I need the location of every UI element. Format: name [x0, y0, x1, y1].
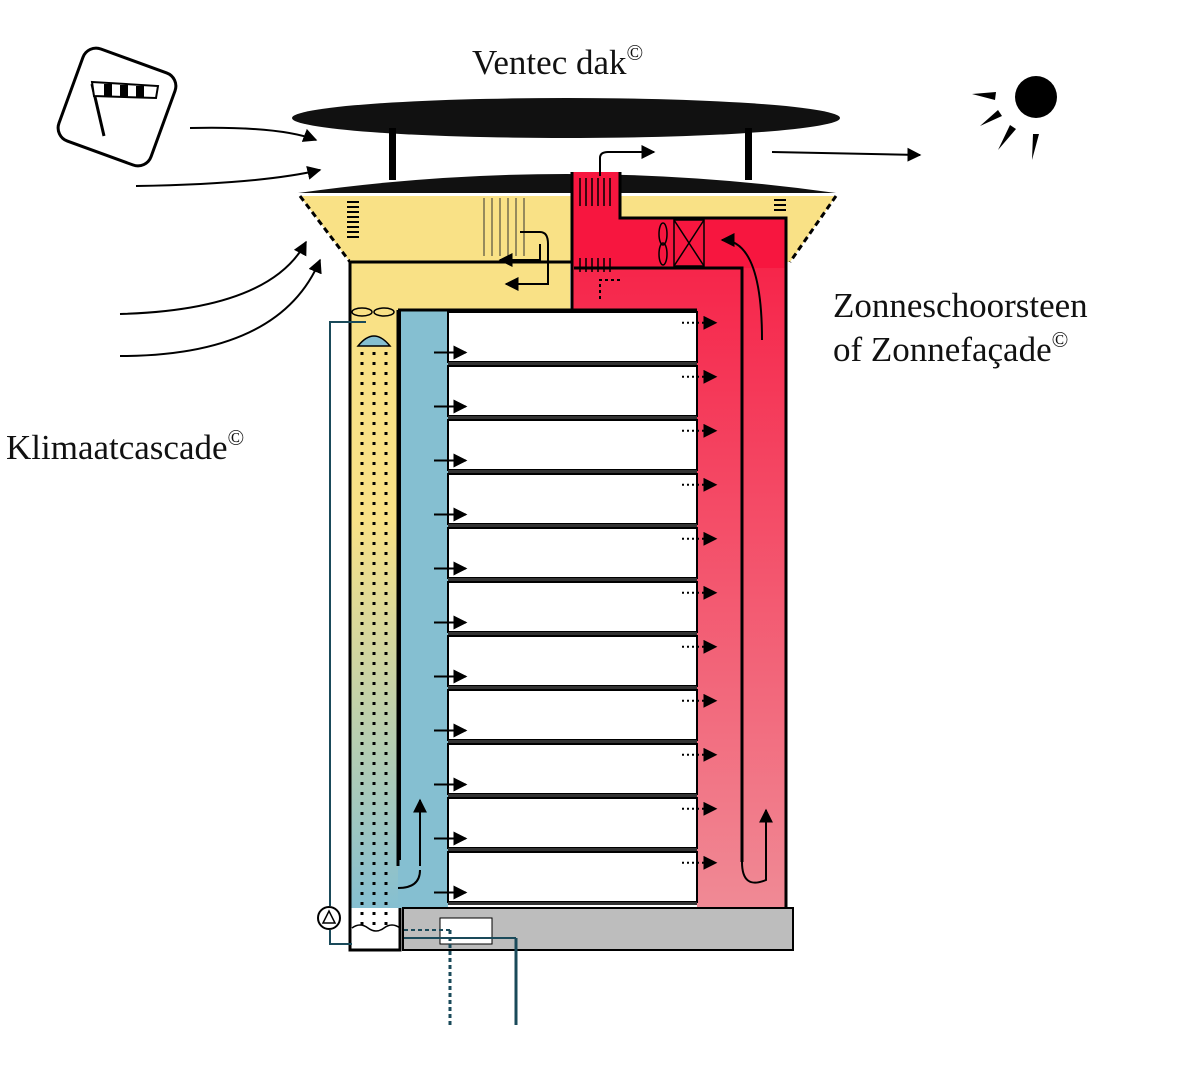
- heat-recovery-box: [673, 219, 705, 267]
- floor-11: [447, 851, 698, 903]
- floor-slab-2: [448, 416, 697, 419]
- sun-icon: [972, 76, 1057, 160]
- floor-slab-11: [448, 902, 697, 905]
- solar-chimney-line2: of Zonnefaçade: [833, 330, 1052, 369]
- cascade-fan-icon: [351, 307, 395, 317]
- building-outline: [348, 260, 697, 952]
- floor-8: [447, 689, 698, 741]
- climate-cascade-shaft: [350, 307, 401, 932]
- ventec-roof-label: Ventec dak©: [472, 40, 643, 84]
- climate-cascade-label: Klimaatcascade©: [6, 425, 244, 469]
- floor-slab-5: [448, 578, 697, 581]
- floor-slab-9: [448, 794, 697, 797]
- solar-chimney-line1: Zonneschoorsteen: [833, 286, 1088, 325]
- solar-chimney-copyright: ©: [1051, 327, 1069, 352]
- floor-slab-4: [448, 524, 697, 527]
- fan-icon: [658, 222, 668, 266]
- ventec-roof-text: Ventec dak: [472, 43, 627, 82]
- attic-grille-left: [347, 201, 359, 238]
- ventec-roof: [292, 98, 840, 193]
- floor-7: [447, 635, 698, 687]
- solar-chimney-label: Zonneschoorsteen of Zonnefaçade©: [833, 285, 1088, 371]
- attic-heat-exchanger: [483, 198, 525, 256]
- climate-cascade-copyright: ©: [227, 425, 245, 450]
- supply-duct: [396, 310, 448, 908]
- floor-6: [447, 581, 698, 633]
- chimney-grille-top: [579, 178, 611, 206]
- floor-slab-1: [448, 362, 697, 365]
- attic-grille-right: [774, 199, 786, 211]
- solar-chimney: [570, 145, 788, 908]
- water-drops: [360, 352, 388, 930]
- climate-cascade-text: Klimaatcascade: [6, 428, 228, 467]
- chimney-grille-bottom: [579, 258, 611, 272]
- floor-slab-8: [448, 740, 697, 743]
- floors-group: [434, 311, 773, 905]
- floor-1: [447, 311, 698, 363]
- windsock-icon: [56, 46, 178, 168]
- chimney-updraft-arrow: [741, 808, 773, 884]
- pump-icon: [317, 906, 341, 930]
- floor-slab-7: [448, 686, 697, 689]
- ground-pipes: [404, 929, 518, 1025]
- floor-9: [447, 743, 698, 795]
- floor-slab-3: [448, 470, 697, 473]
- floor-3: [447, 419, 698, 471]
- floor-10: [447, 797, 698, 849]
- floor-slab-10: [448, 848, 697, 851]
- water-circulation: [329, 321, 366, 945]
- ventec-roof-copyright: ©: [626, 40, 644, 65]
- floor-2: [447, 365, 698, 417]
- wind-arrows: [119, 126, 922, 357]
- floor-slab-6: [448, 632, 697, 635]
- basement: [402, 907, 794, 951]
- solar-chimney-line2-wrap: of Zonnefaçade©: [833, 327, 1088, 371]
- floor-4: [447, 473, 698, 525]
- shower-head-icon: [356, 335, 392, 347]
- floor-5: [447, 527, 698, 579]
